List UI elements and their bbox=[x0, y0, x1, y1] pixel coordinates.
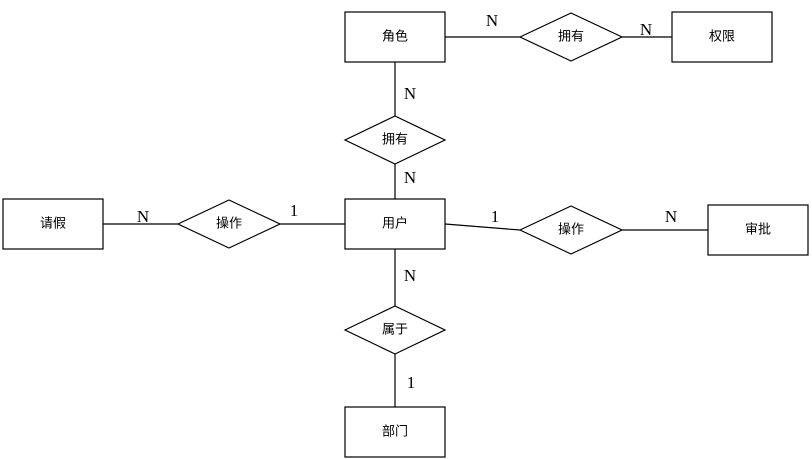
cardinality-label: N bbox=[404, 168, 416, 187]
entity-permission: 权限 bbox=[671, 11, 773, 63]
cardinality-label: 1 bbox=[407, 373, 416, 392]
cardinality-label: N bbox=[486, 11, 498, 30]
entity-approval: 审批 bbox=[707, 204, 809, 256]
entity-user-label: 用户 bbox=[382, 216, 408, 232]
relationship-role-permission-label: 拥有 bbox=[558, 30, 584, 45]
relationship-user-leave: 操作 bbox=[176, 199, 282, 249]
relationship-user-department: 属于 bbox=[343, 305, 447, 355]
relationship-user-role-label: 拥有 bbox=[382, 133, 408, 148]
entity-leave-label: 请假 bbox=[40, 217, 66, 232]
entity-approval-label: 审批 bbox=[745, 223, 771, 238]
cardinality-label: 1 bbox=[491, 207, 500, 226]
relationship-role-permission: 拥有 bbox=[518, 12, 624, 62]
relationship-user-leave-label: 操作 bbox=[216, 216, 242, 232]
entity-permission-label: 权限 bbox=[709, 29, 735, 45]
cardinality-label: N bbox=[137, 207, 149, 226]
cardinality-label: N bbox=[404, 84, 416, 103]
entity-department: 部门 bbox=[344, 406, 446, 458]
entity-user: 用户 bbox=[344, 198, 446, 250]
cardinality-label: N bbox=[404, 266, 416, 285]
entity-role-label: 角色 bbox=[382, 29, 408, 45]
entity-leave: 请假 bbox=[2, 198, 104, 250]
cardinalities: N N N N N 1 1 N N 1 bbox=[137, 11, 677, 392]
relationship-user-approval: 操作 bbox=[518, 205, 624, 255]
relationship-user-department-label: 属于 bbox=[382, 323, 408, 338]
relationship-user-role: 拥有 bbox=[343, 115, 447, 165]
cardinality-label: 1 bbox=[290, 201, 299, 220]
connectors bbox=[103, 36, 708, 407]
cardinality-label: N bbox=[665, 207, 677, 226]
connector-user-to-user-approval bbox=[444, 223, 521, 231]
entity-role: 角色 bbox=[344, 11, 446, 63]
entity-department-label: 部门 bbox=[382, 425, 408, 440]
relationship-user-approval-label: 操作 bbox=[558, 222, 584, 238]
cardinality-label: N bbox=[640, 20, 652, 39]
